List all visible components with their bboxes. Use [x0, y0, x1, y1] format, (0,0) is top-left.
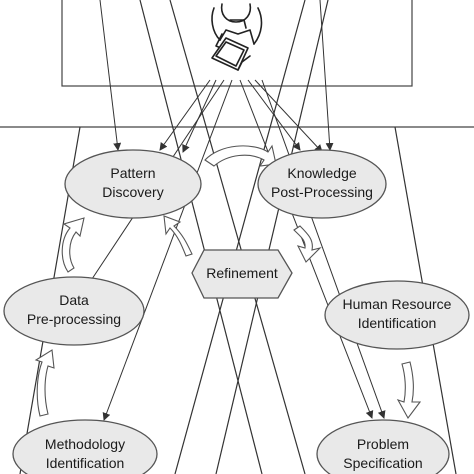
- methodology-label-2: Identification: [46, 455, 125, 471]
- node-problem-specification: Problem Specification: [316, 419, 450, 474]
- node-pattern-discovery: Pattern Discovery: [64, 149, 202, 219]
- node-refinement: Refinement: [191, 249, 293, 299]
- top-frame: [61, 0, 413, 87]
- knowledge-label-1: Knowledge: [287, 165, 356, 181]
- perspective-lines: [19, 0, 457, 474]
- node-methodology-identification: Methodology Identification: [12, 419, 158, 474]
- human-resource-label-2: Identification: [358, 315, 437, 331]
- person-at-laptop-icon: [211, 3, 263, 71]
- cycle-arrows: [34, 144, 422, 420]
- node-knowledge-post-processing: Knowledge Post-Processing: [257, 149, 387, 219]
- problem-specification-label-1: Problem: [357, 436, 409, 452]
- arrow-knowledge-to-refinement: [293, 225, 322, 263]
- data-preprocessing-label-1: Data: [59, 292, 89, 308]
- arrow-hr-to-problem: [396, 361, 422, 420]
- arrow-data-to-pattern: [61, 217, 85, 273]
- refinement-label: Refinement: [206, 265, 278, 281]
- arrow-methodology-to-data: [34, 349, 55, 417]
- arrow-refinement-to-pattern: [163, 215, 193, 257]
- knowledge-label-2: Post-Processing: [271, 184, 373, 200]
- problem-specification-label-2: Specification: [343, 455, 422, 471]
- node-data-preprocessing: Data Pre-processing: [3, 276, 145, 346]
- methodology-label-1: Methodology: [45, 436, 125, 452]
- human-resource-label-1: Human Resource: [343, 296, 452, 312]
- pattern-discovery-label-1: Pattern: [110, 165, 155, 181]
- node-human-resource-identification: Human Resource Identification: [324, 280, 470, 350]
- pattern-discovery-label-2: Discovery: [102, 184, 163, 200]
- arrow-refinement-cycle-top: [204, 144, 277, 167]
- data-preprocessing-label-2: Pre-processing: [27, 311, 121, 327]
